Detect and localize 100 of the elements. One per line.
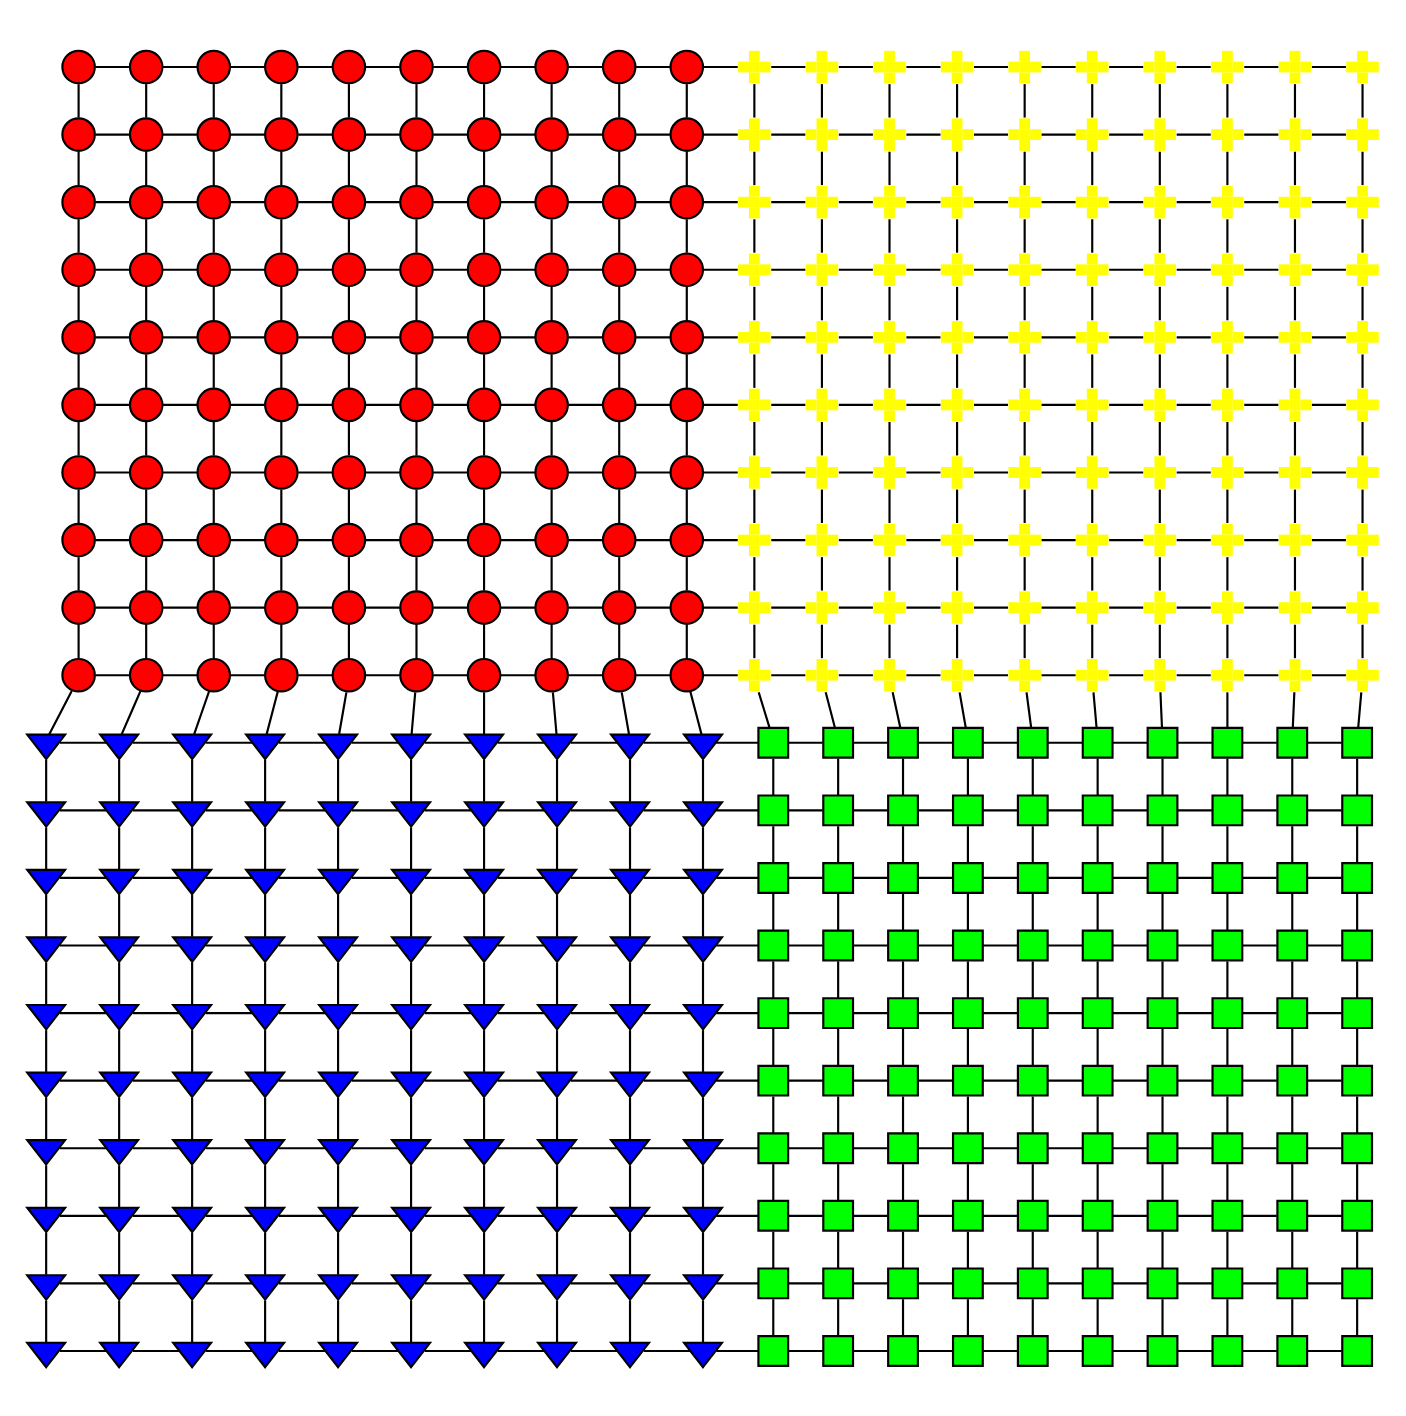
node-circle — [466, 521, 502, 557]
connector — [59, 808, 107, 811]
connector — [716, 1348, 759, 1352]
node-triangle — [535, 867, 579, 895]
connector — [191, 826, 194, 869]
connector — [337, 1164, 340, 1207]
connector — [410, 961, 413, 1004]
connector — [771, 673, 806, 676]
node-box — [1016, 1266, 1049, 1299]
connector — [1244, 132, 1279, 135]
node-box — [1146, 928, 1179, 961]
node-triangle — [681, 1138, 725, 1166]
connector — [550, 556, 553, 590]
node-box — [1081, 928, 1114, 961]
connector — [280, 623, 283, 658]
node-box — [1081, 861, 1114, 893]
connector — [853, 1078, 888, 1081]
connector — [163, 537, 198, 541]
node-box — [1276, 928, 1309, 961]
connector — [1176, 132, 1211, 135]
connector — [347, 421, 350, 455]
node-box — [1276, 725, 1309, 758]
node-triangle — [608, 867, 652, 895]
node-circle — [61, 319, 96, 354]
connector — [424, 808, 472, 811]
connector — [853, 1011, 888, 1014]
connector — [145, 488, 148, 522]
connector — [820, 488, 823, 522]
connector — [1112, 875, 1147, 879]
connector — [280, 83, 283, 117]
connector — [482, 1299, 486, 1342]
node-box — [1146, 1198, 1179, 1231]
node-box — [887, 1266, 919, 1299]
connector — [351, 740, 399, 743]
connector — [853, 740, 888, 743]
connector — [643, 1281, 691, 1284]
connector — [853, 1146, 888, 1149]
node-triangle — [681, 1070, 725, 1098]
connector — [772, 1095, 775, 1133]
connector — [1293, 488, 1297, 522]
connector — [410, 758, 413, 801]
connector — [1041, 402, 1076, 405]
connector — [983, 1348, 1018, 1352]
connector — [482, 758, 486, 801]
connector — [772, 825, 775, 862]
connector — [771, 537, 806, 541]
node-circle — [264, 386, 299, 422]
connector — [433, 200, 468, 203]
connector — [753, 150, 756, 185]
node-triangle — [316, 1070, 360, 1098]
connector — [191, 1096, 194, 1139]
connector — [500, 267, 535, 270]
node-circle — [331, 454, 367, 489]
connector — [351, 1146, 399, 1149]
connector — [1161, 1230, 1164, 1268]
connector — [570, 1281, 618, 1284]
connector — [1293, 421, 1297, 455]
connector — [205, 1078, 253, 1081]
node-circle — [196, 319, 232, 354]
connector — [771, 402, 806, 405]
connector — [1158, 83, 1161, 117]
connector — [1176, 605, 1211, 608]
connector — [888, 285, 891, 320]
node-circle — [264, 116, 299, 151]
connector — [1293, 150, 1297, 185]
connector — [906, 470, 941, 473]
node-circle — [128, 183, 164, 219]
node-triangle — [681, 1205, 725, 1233]
connector — [77, 150, 80, 185]
connector — [95, 537, 130, 541]
connector — [230, 132, 265, 135]
connector — [1109, 605, 1144, 608]
connector — [298, 673, 333, 676]
node-triangle — [25, 867, 68, 895]
connector — [1361, 218, 1364, 252]
node-circle — [331, 521, 367, 557]
connector — [701, 1096, 705, 1139]
node-triangle — [462, 935, 506, 963]
connector — [1031, 757, 1034, 795]
connector — [1226, 691, 1229, 727]
node-circle — [264, 656, 299, 692]
node-circle — [331, 589, 367, 624]
connector — [550, 623, 553, 658]
connector — [205, 1146, 253, 1149]
connector — [788, 1146, 823, 1149]
connector — [555, 961, 559, 1004]
node-box — [1146, 1266, 1179, 1299]
connector — [888, 83, 891, 117]
node-box — [1016, 928, 1049, 961]
node-circle — [196, 589, 232, 624]
connector — [1226, 218, 1229, 252]
connector — [888, 353, 891, 387]
connector — [415, 218, 418, 252]
connector — [482, 691, 486, 733]
connector — [497, 1078, 545, 1081]
node-circle — [669, 656, 705, 692]
connector — [1023, 556, 1026, 590]
connector — [1159, 691, 1164, 727]
connector — [983, 1078, 1018, 1081]
connector — [1023, 150, 1026, 185]
